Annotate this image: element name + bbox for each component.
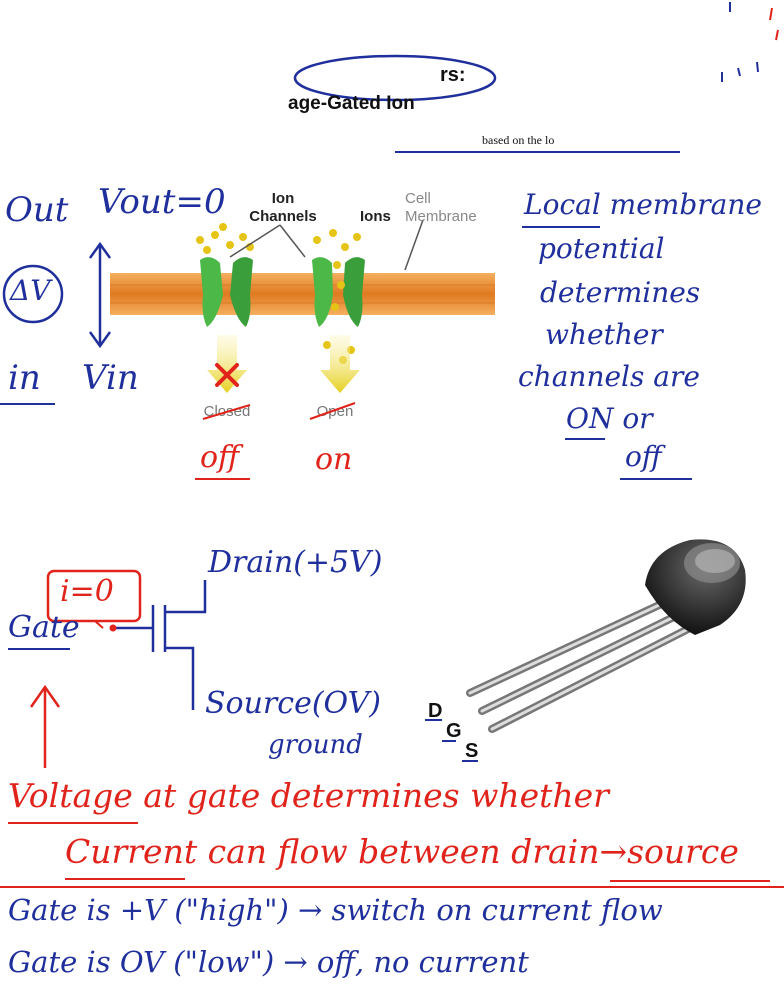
delta-v-double-arrow — [88, 241, 112, 349]
note-off-right: off — [625, 440, 662, 473]
title-circle-annotation — [293, 54, 497, 102]
label-ion-channels-1: Ion — [272, 190, 295, 207]
ion-channel-open — [312, 257, 365, 327]
label-cell-2: Membrane — [405, 208, 477, 225]
delta-v-circle — [2, 264, 64, 324]
note-current-underline — [65, 878, 185, 880]
gate-up-arrow — [29, 684, 61, 768]
ion-channel-diagram: Ion Channels Ions Cell Membrane Closed O… — [110, 190, 495, 420]
pin-label-s: S — [465, 740, 478, 762]
page-title-line1: rs: — [440, 64, 466, 86]
strike-marks — [202, 402, 356, 420]
note-local-line5: channels are — [518, 360, 700, 393]
note-in-underline — [0, 403, 55, 405]
ion-channel-closed — [200, 257, 253, 327]
note-off-underline — [195, 478, 250, 480]
pin-label-marks — [425, 719, 478, 762]
cell-membrane — [110, 273, 495, 315]
note-local-line2: potential — [538, 232, 665, 265]
note-gate-high: Gate is +V ("high") → switch on current … — [8, 893, 663, 927]
subtitle-underline — [395, 151, 680, 153]
note-vout: Vout=0 — [98, 182, 226, 222]
note-off: off — [200, 440, 240, 475]
corner-scribbles — [721, 2, 779, 82]
label-cell-1: Cell — [405, 190, 431, 207]
note-local-underline — [522, 226, 600, 228]
note-local-line3: determines — [540, 276, 701, 309]
note-gate-low: Gate is OV ("low") → off, no current — [8, 945, 529, 979]
note-voltage-line2: Current can flow between drain→source — [65, 832, 739, 871]
label-ion-channels-2: Channels — [249, 208, 317, 225]
note-source-underline — [610, 880, 770, 882]
section-divider — [0, 886, 784, 888]
note-out: Out — [5, 190, 69, 230]
transistor-body — [645, 539, 746, 635]
page-subtitle: based on the lo — [482, 133, 555, 147]
pin-label-g: G — [446, 720, 462, 742]
transistor-leads — [466, 596, 696, 733]
note-on-or: ON or — [566, 402, 653, 435]
note-local-line1: Local membrane — [524, 188, 762, 221]
page-title-line2: age-Gated Ion — [288, 93, 415, 114]
note-local-line4: whether — [545, 318, 663, 351]
note-ground: ground — [268, 730, 363, 760]
label-pointer-lines — [229, 219, 424, 271]
note-gate: Gate — [8, 610, 80, 645]
note-drain: Drain(+5V) — [208, 545, 383, 580]
current-zero-box — [46, 569, 142, 629]
note-voltage-underline — [8, 822, 138, 824]
flow-arrows — [207, 335, 360, 393]
note-voltage-line1: Voltage at gate determines whether — [8, 776, 609, 815]
mosfet-symbol — [109, 580, 207, 710]
note-source: Source(OV) — [205, 686, 381, 721]
note-off-right-underline — [620, 478, 692, 480]
note-on: on — [315, 442, 353, 477]
pin-label-d: D — [428, 700, 442, 722]
closed-x-mark — [215, 363, 239, 387]
note-current-zero: i=0 — [60, 574, 114, 609]
note-gate-underline — [8, 648, 70, 650]
note-vin: Vin — [82, 358, 139, 398]
note-on-underline — [565, 438, 605, 440]
note-in: in — [8, 358, 41, 398]
note-delta-v: ΔV — [10, 274, 51, 307]
transistor-illustration: D G S — [425, 539, 746, 762]
label-ions: Ions — [360, 208, 391, 225]
ions — [196, 223, 361, 364]
